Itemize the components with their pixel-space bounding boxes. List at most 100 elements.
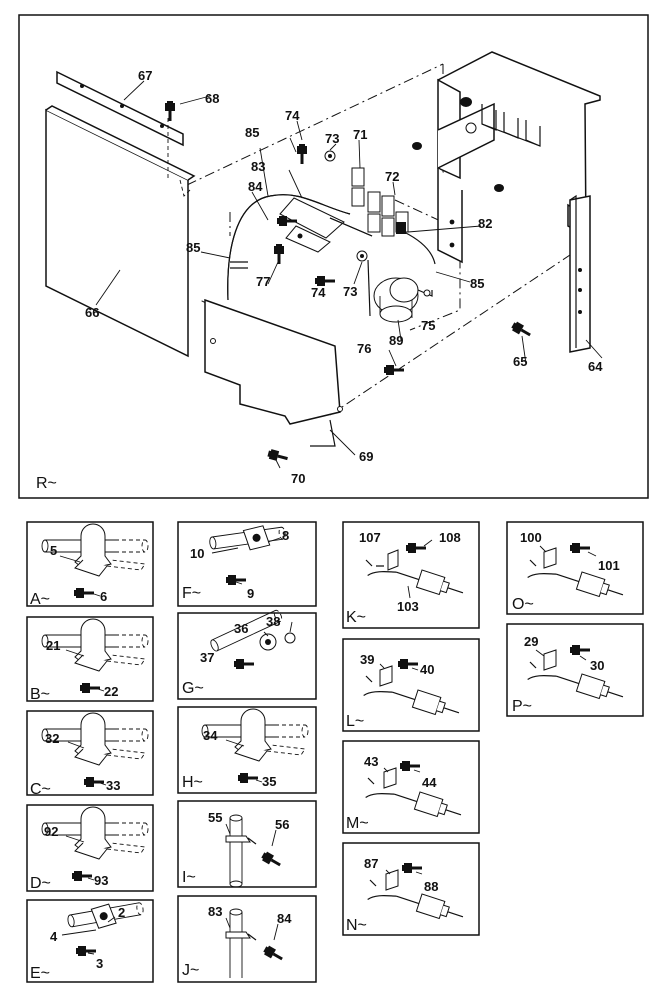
label-73-bottom: 73	[343, 284, 357, 299]
view-label-c: C~	[30, 781, 51, 798]
detail-l: 39 40 L~	[342, 638, 480, 732]
label-83: 83	[251, 159, 265, 174]
view-label-r: R~	[36, 475, 57, 492]
grommet-left	[412, 142, 422, 150]
view-label-f: F~	[182, 585, 201, 602]
label-85-top: 85	[245, 125, 259, 140]
label-3: 3	[96, 956, 103, 971]
side-cover-66	[45, 108, 189, 358]
detail-p: 29 30 P~	[506, 623, 644, 717]
label-88: 88	[424, 879, 438, 894]
label-89: 89	[389, 333, 403, 348]
side-bracket-64	[569, 195, 591, 353]
label-66: 66	[85, 305, 99, 320]
detail-d: 92 93 D~	[26, 804, 154, 892]
label-33: 33	[106, 778, 120, 793]
view-label-n: N~	[346, 917, 367, 934]
label-70: 70	[291, 471, 305, 486]
label-32: 32	[45, 731, 59, 746]
label-5: 5	[50, 543, 57, 558]
label-38: 38	[266, 614, 280, 629]
label-9: 9	[247, 586, 254, 601]
label-65: 65	[513, 354, 527, 369]
label-108: 108	[439, 530, 461, 545]
label-101: 101	[598, 558, 620, 573]
label-55: 55	[208, 810, 222, 825]
label-74-top: 74	[285, 108, 300, 123]
label-100: 100	[520, 530, 542, 545]
label-69: 69	[359, 449, 373, 464]
view-label-i: I~	[182, 869, 196, 886]
label-29: 29	[524, 634, 538, 649]
label-103: 103	[397, 599, 419, 614]
label-76: 76	[357, 341, 371, 356]
reinforcing-strip-67	[56, 70, 184, 147]
label-73-top: 73	[325, 131, 339, 146]
label-34: 34	[203, 728, 218, 743]
detail-k: 107 108 103 K~	[342, 521, 480, 629]
detail-i: 55 56 I~	[177, 800, 317, 888]
label-30: 30	[590, 658, 604, 673]
label-37: 37	[200, 650, 214, 665]
view-label-k: K~	[346, 609, 366, 626]
view-label-o: O~	[512, 596, 534, 613]
label-43: 43	[364, 754, 378, 769]
label-92: 92	[44, 824, 58, 839]
label-8: 8	[282, 528, 289, 543]
label-10: 10	[190, 546, 204, 561]
detail-j: 83 84 J~	[177, 895, 317, 983]
view-label-d: D~	[30, 875, 51, 892]
detail-a: 5 6 A~	[26, 521, 154, 608]
view-label-l: L~	[346, 713, 364, 730]
label-74-bottom: 74	[311, 285, 326, 300]
label-72: 72	[385, 169, 399, 184]
label-2: 2	[118, 905, 125, 920]
view-label-j: J~	[182, 962, 199, 979]
detail-h: 34 35 H~	[177, 706, 317, 794]
label-21: 21	[46, 638, 60, 653]
label-44: 44	[422, 775, 437, 790]
label-68: 68	[205, 91, 219, 106]
label-56: 56	[275, 817, 289, 832]
clamp-plate	[285, 225, 331, 253]
detail-b: 21 22 B~	[26, 616, 154, 703]
vertical-bracket	[437, 168, 463, 264]
lower-cover-69	[204, 298, 341, 425]
label-107: 107	[359, 530, 381, 545]
harness-bundle	[279, 197, 345, 239]
view-label-m: M~	[346, 815, 369, 832]
view-label-e: E~	[30, 965, 50, 982]
detail-e: 2 4 3 E~	[26, 899, 154, 983]
detail-m: 43 44 M~	[342, 740, 480, 834]
connector-block-71-72	[351, 167, 409, 237]
label-83-j: 83	[208, 904, 222, 919]
label-22: 22	[104, 684, 118, 699]
label-4: 4	[50, 929, 58, 944]
label-85-left: 85	[186, 240, 200, 255]
label-40: 40	[420, 662, 434, 677]
label-64: 64	[588, 359, 603, 374]
detail-c: 32 33 C~	[26, 710, 154, 798]
label-75: 75	[421, 318, 435, 333]
label-93: 93	[94, 873, 108, 888]
detail-n: 87 88 N~	[342, 842, 480, 936]
label-6: 6	[100, 589, 107, 604]
grommet-right	[494, 184, 504, 192]
label-84: 84	[248, 179, 263, 194]
label-82: 82	[478, 216, 492, 231]
detail-o: 100 101 O~	[506, 521, 644, 615]
view-label-p: P~	[512, 698, 532, 715]
view-label-a: A~	[30, 591, 50, 608]
label-71: 71	[353, 127, 367, 142]
label-35: 35	[262, 774, 276, 789]
label-77: 77	[256, 274, 270, 289]
label-87: 87	[364, 856, 378, 871]
view-label-h: H~	[182, 774, 203, 791]
detail-f: 8 10 9 F~	[177, 521, 317, 607]
detail-g: 36 38 37 G~	[177, 608, 317, 700]
label-36: 36	[234, 621, 248, 636]
rear-frame-panel	[437, 51, 601, 237]
label-67: 67	[138, 68, 152, 83]
grommet-top	[460, 97, 472, 107]
